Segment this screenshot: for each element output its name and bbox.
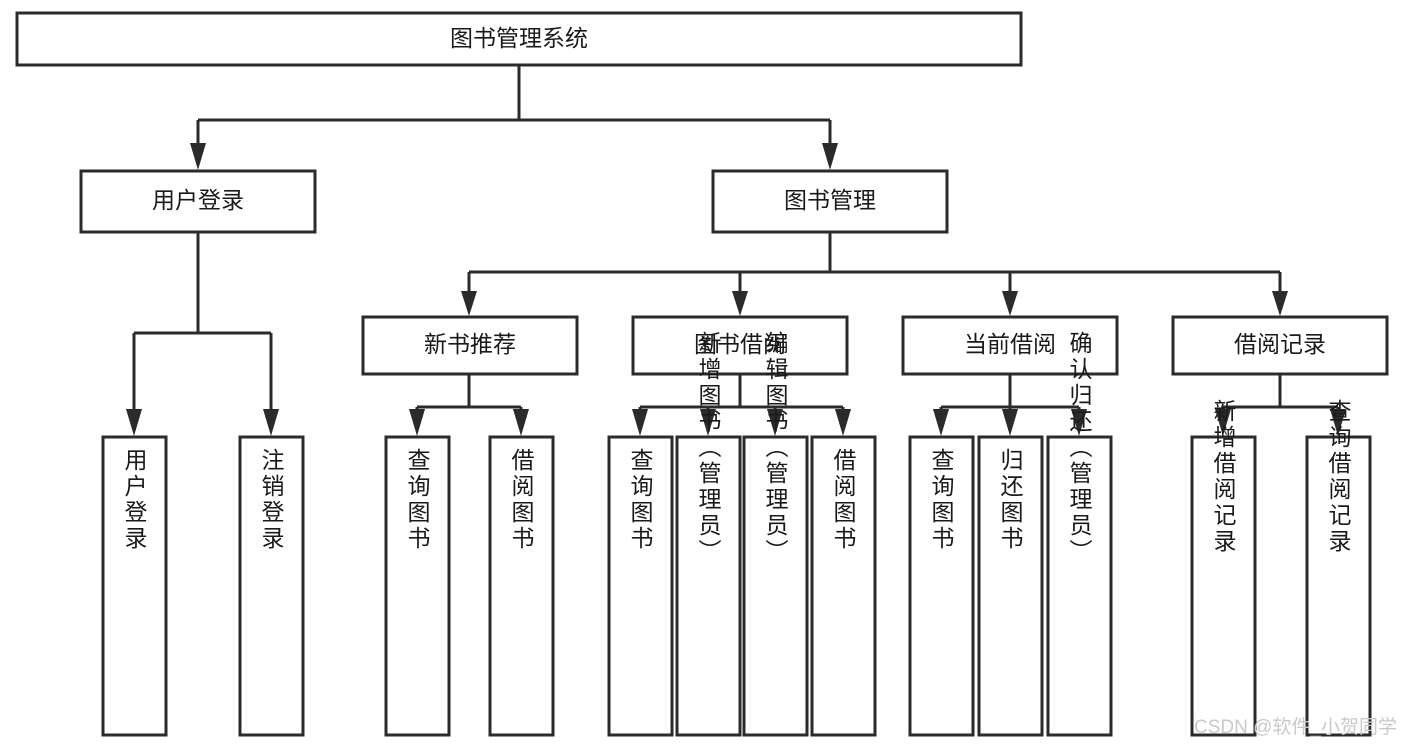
node-leaf-logout-login-label: 注销登录 bbox=[258, 448, 285, 552]
node-new-book-recommend-label: 新书推荐 bbox=[424, 331, 516, 357]
arrow-head-leaf-return-book bbox=[1002, 409, 1018, 436]
node-leaf-borrow-book-1-label: 借阅图书 bbox=[508, 448, 535, 552]
node-book-management[interactable]: 图书管理 bbox=[711, 169, 949, 234]
node-book-management-label: 图书管理 bbox=[784, 187, 876, 213]
node-leaf-query-book-2-label: 查询图书 bbox=[627, 448, 654, 552]
node-leaf-edit-book-label: 编辑图书（管理员） bbox=[762, 331, 789, 565]
node-book-borrow[interactable]: 图书借阅 bbox=[631, 315, 849, 376]
arrow-head-leaf-query-book-2 bbox=[632, 409, 648, 436]
node-leaf-borrow-book-2-label: 借阅图书 bbox=[830, 448, 857, 552]
node-leaf-query-book-3[interactable]: 查询图书 bbox=[908, 435, 975, 737]
connector-group-borrow-record bbox=[1215, 374, 1346, 436]
node-leaf-return-book[interactable]: 归还图书 bbox=[977, 435, 1044, 737]
node-leaf-query-record[interactable]: 查询借阅记录 bbox=[1305, 399, 1372, 737]
arrow-head-borrow-record bbox=[1272, 291, 1288, 316]
node-leaf-user-login-label: 用户登录 bbox=[121, 448, 148, 552]
node-book-management-box[interactable] bbox=[711, 169, 949, 234]
node-leaf-borrow-book-1-box[interactable] bbox=[488, 435, 555, 737]
node-leaf-query-book-1-label: 查询图书 bbox=[404, 448, 431, 552]
node-leaf-confirm-return-box[interactable] bbox=[1046, 435, 1113, 737]
connector-group-root bbox=[190, 65, 838, 170]
arrow-head-leaf-query-book-1 bbox=[409, 409, 425, 436]
node-leaf-query-record-box[interactable] bbox=[1305, 435, 1372, 737]
node-leaf-add-book-label: 新增图书（管理员） bbox=[695, 331, 722, 565]
connector-group-book-borrow bbox=[632, 374, 851, 436]
node-user-login-label: 用户登录 bbox=[152, 187, 244, 213]
node-borrow-record-box[interactable] bbox=[1171, 315, 1389, 376]
node-leaf-borrow-book-2[interactable]: 借阅图书 bbox=[810, 435, 877, 737]
node-new-book-recommend-box[interactable] bbox=[361, 315, 579, 376]
node-current-borrow[interactable]: 当前借阅 bbox=[901, 315, 1119, 376]
arrow-head-user-login bbox=[190, 143, 206, 170]
arrow-head-leaf-add-record bbox=[1215, 409, 1231, 436]
node-leaf-query-book-2[interactable]: 查询图书 bbox=[607, 435, 674, 737]
node-leaf-add-record-label: 新增借阅记录 bbox=[1210, 399, 1237, 555]
node-leaf-user-login-box[interactable] bbox=[101, 435, 168, 737]
arrow-head-leaf-edit-book bbox=[767, 409, 783, 436]
arrow-head-leaf-logout-login bbox=[263, 409, 279, 436]
node-leaf-return-book-label: 归还图书 bbox=[997, 448, 1024, 552]
node-leaf-logout-login[interactable]: 注销登录 bbox=[238, 435, 305, 737]
node-leaf-edit-book-box[interactable] bbox=[742, 435, 809, 737]
arrow-head-leaf-confirm-return bbox=[1071, 409, 1087, 436]
node-leaf-add-record[interactable]: 新增借阅记录 bbox=[1190, 399, 1257, 737]
node-book-borrow-box[interactable] bbox=[631, 315, 849, 376]
node-borrow-record-label: 借阅记录 bbox=[1234, 331, 1326, 357]
node-leaf-query-book-3-label: 查询图书 bbox=[928, 448, 955, 552]
connector-group-user-login bbox=[126, 232, 279, 436]
connector-group-new-book-recommend bbox=[409, 374, 529, 436]
arrow-head-leaf-user-login bbox=[126, 409, 142, 436]
arrow-head-book-management bbox=[822, 143, 838, 170]
node-current-borrow-box[interactable] bbox=[901, 315, 1119, 376]
node-leaf-add-book[interactable]: 新增图书（管理员） bbox=[675, 331, 742, 737]
node-leaf-confirm-return[interactable]: 确认归还（管理员） bbox=[1046, 331, 1113, 737]
node-leaf-add-record-box[interactable] bbox=[1190, 435, 1257, 737]
node-leaf-user-login[interactable]: 用户登录 bbox=[101, 435, 168, 737]
node-leaf-borrow-book-2-box[interactable] bbox=[810, 435, 877, 737]
arrow-head-leaf-query-book-3 bbox=[933, 409, 949, 436]
node-leaf-query-record-label: 查询借阅记录 bbox=[1325, 399, 1352, 555]
node-leaf-query-book-1-box[interactable] bbox=[384, 435, 451, 737]
node-leaf-query-book-3-box[interactable] bbox=[908, 435, 975, 737]
arrow-head-book-borrow bbox=[732, 291, 748, 316]
node-leaf-query-book-2-box[interactable] bbox=[607, 435, 674, 737]
node-user-login-box[interactable] bbox=[79, 169, 317, 234]
node-leaf-borrow-book-1[interactable]: 借阅图书 bbox=[488, 435, 555, 737]
node-leaf-edit-book[interactable]: 编辑图书（管理员） bbox=[742, 331, 809, 737]
arrow-head-leaf-borrow-book-1 bbox=[513, 409, 529, 436]
connector-group-book-management bbox=[461, 232, 1288, 316]
node-borrow-record[interactable]: 借阅记录 bbox=[1171, 315, 1389, 376]
node-root[interactable]: 图书管理系统 bbox=[15, 11, 1023, 67]
node-leaf-return-book-box[interactable] bbox=[977, 435, 1044, 737]
node-leaf-confirm-return-label: 确认归还（管理员） bbox=[1066, 331, 1093, 565]
node-leaf-add-book-box[interactable] bbox=[675, 435, 742, 737]
csdn-watermark: CSDN @软件_小贺同学 bbox=[1194, 716, 1397, 738]
node-leaf-logout-login-box[interactable] bbox=[238, 435, 305, 737]
node-user-login[interactable]: 用户登录 bbox=[79, 169, 317, 234]
node-book-borrow-label: 图书借阅 bbox=[694, 331, 786, 357]
node-leaf-query-book-1[interactable]: 查询图书 bbox=[384, 435, 451, 737]
node-root-box[interactable] bbox=[15, 11, 1023, 67]
connector-group-current-borrow bbox=[933, 374, 1087, 436]
arrow-head-leaf-add-book bbox=[700, 409, 716, 436]
node-new-book-recommend[interactable]: 新书推荐 bbox=[361, 315, 579, 376]
arrow-head-new-book-recommend bbox=[461, 291, 477, 316]
node-current-borrow-label: 当前借阅 bbox=[964, 331, 1056, 357]
arrow-head-leaf-query-record bbox=[1330, 409, 1346, 436]
arrow-head-current-borrow bbox=[1002, 291, 1018, 316]
arrow-head-leaf-borrow-book-2 bbox=[835, 409, 851, 436]
node-root-label: 图书管理系统 bbox=[450, 25, 588, 51]
